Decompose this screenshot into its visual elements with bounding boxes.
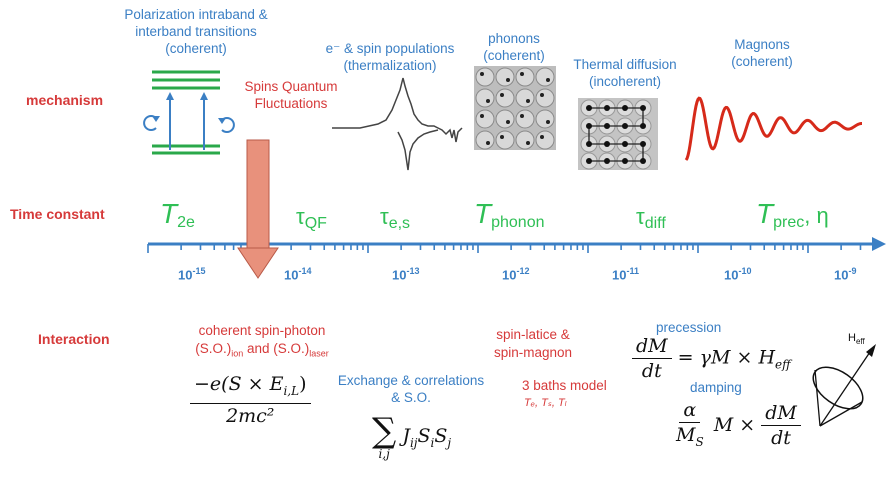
tick-label: 10-9: [834, 266, 857, 283]
thermal-diffusion-image: [578, 98, 658, 170]
heff-label: Heff: [848, 332, 865, 347]
magnon-wave: [684, 96, 862, 161]
time-constant-tqf: τQF: [296, 204, 327, 232]
precession-label: precession: [656, 320, 722, 335]
precession-cone-icon: [812, 344, 876, 427]
phonon-lattice-image: [474, 66, 556, 150]
row-label-interaction: Interaction: [38, 331, 110, 347]
mechanism-magnons-label: Magnons (coherent): [731, 37, 793, 69]
time-constant-t2e: T2e: [160, 198, 195, 231]
damping-label: damping: [690, 380, 742, 395]
time-constant-tes: τe,s: [380, 204, 411, 232]
tick-label: 10-14: [284, 266, 312, 283]
mechanism-phonons-label: phonons (coherent): [483, 31, 545, 63]
time-constant-tphonon: Tphonon: [474, 198, 545, 231]
mechanism-populations-label: e⁻ & spin populations (thermalization): [325, 41, 455, 73]
interaction-exchange-label: Exchange & correlations & S.O.: [337, 373, 485, 405]
mechanism-polarization-label: Polarization intraband & interband trans…: [124, 7, 268, 56]
time-constant-tprec: Tprec, η: [756, 198, 829, 231]
mechanism-spins-qf-label: Spins Quantum Fluctuations: [244, 79, 338, 111]
thermalization-spectrum: [332, 77, 463, 171]
energy-level-diagram: [143, 70, 235, 155]
row-label-time-constant: Time constant: [10, 206, 105, 222]
spin-photon-equation: −e(S × Ei,L) 2mc²: [190, 372, 311, 428]
three-baths-label: 3 baths model: [522, 378, 607, 393]
mechanism-thermal-label: Thermal diffusion (incoherent): [573, 57, 677, 89]
interaction-spin-photon-label: coherent spin-photon (S.O.)ion and (S.O.…: [195, 323, 329, 359]
tick-label: 10-12: [502, 266, 530, 283]
time-constant-tdiff: τdiff: [636, 204, 666, 232]
row-label-mechanism: mechanism: [26, 92, 104, 108]
tick-label: 10-13: [392, 266, 420, 283]
interaction-spin-lattice-label: spin-latice & spin-magnon: [493, 327, 573, 360]
spins-qf-arrow: [237, 139, 279, 279]
tick-label: 10-15: [178, 266, 206, 283]
tick-label: 10-10: [724, 266, 752, 283]
exchange-equation: ∑ i,j JijSiSj: [372, 411, 452, 461]
tick-label: 10-11: [612, 266, 639, 283]
baths-temperatures: Tₑ, Tₛ, Tₗ: [524, 397, 567, 409]
